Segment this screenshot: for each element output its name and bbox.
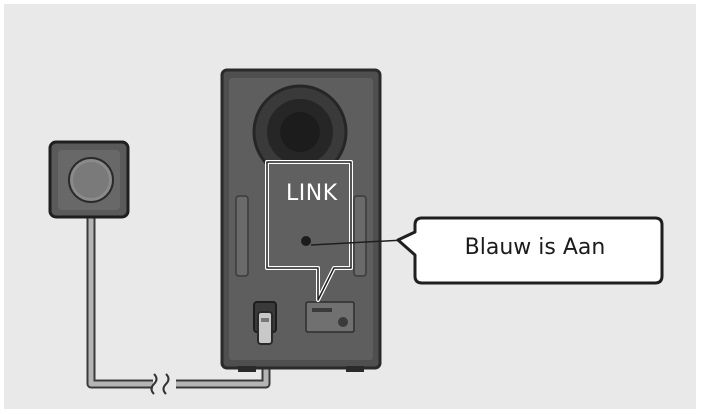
status-callout-text: Blauw is Aan <box>464 235 606 260</box>
power-outlet-icon <box>48 140 130 219</box>
cable-break-icon <box>150 373 170 395</box>
link-zoom-callout <box>265 160 353 302</box>
status-callout-bubble <box>396 216 664 285</box>
link-label: LINK <box>286 181 338 206</box>
rear-port-panel <box>305 301 355 333</box>
power-plug-icon <box>257 311 273 345</box>
link-indicator-led-icon <box>301 236 311 246</box>
leader-line <box>310 239 405 246</box>
